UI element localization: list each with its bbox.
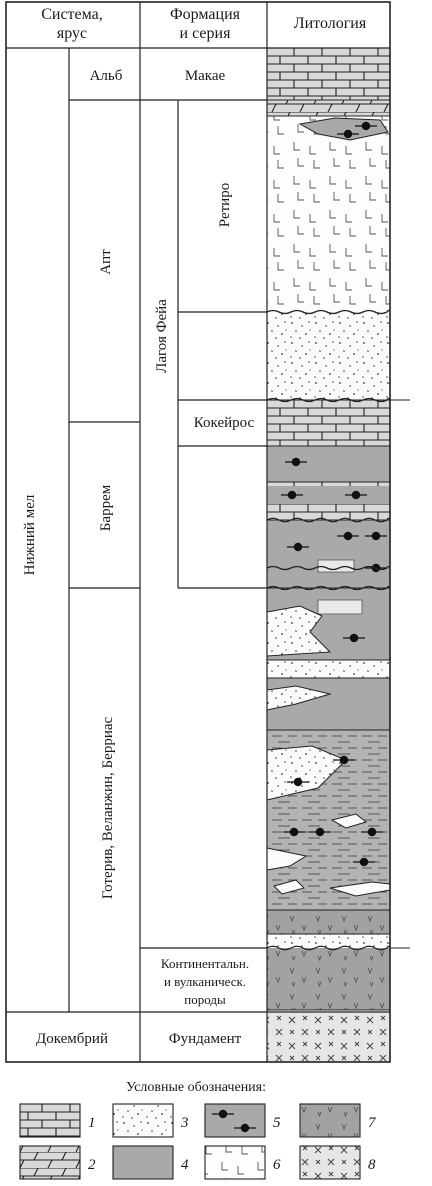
legend-swatch-volcanic xyxy=(204,1145,266,1180)
carbonate-mark-dot xyxy=(343,531,353,541)
lith-continental-tuff xyxy=(267,948,390,1010)
legend-label-8: 8 xyxy=(368,1157,376,1173)
carbonate-mark-icon xyxy=(285,457,307,467)
unconformity-line xyxy=(266,397,391,403)
carbonate-mark-icon xyxy=(353,857,375,867)
carbonate-mark-icon xyxy=(333,755,355,765)
legend-swatch-carbonate-shale xyxy=(204,1103,266,1138)
lith-makae-limestone xyxy=(267,48,390,100)
label-precambrian: Докембрий xyxy=(36,1031,108,1047)
carbonate-mark-icon xyxy=(337,129,359,139)
legend-swatch-limestone xyxy=(19,1103,81,1138)
formation-continental-line3: породы xyxy=(184,992,226,1007)
lith-sand-thin xyxy=(267,934,390,948)
lith-retiro-volcanic xyxy=(267,116,390,312)
legend-label-7: 7 xyxy=(368,1115,377,1131)
lith-shale-barrem-1 xyxy=(267,446,390,482)
carbonate-mark-dot xyxy=(287,490,297,500)
unconformity-line xyxy=(266,517,391,523)
header-formation-line1: Формация xyxy=(170,6,241,23)
table-border xyxy=(5,1,391,1063)
lith-kokeiros-limestone xyxy=(267,400,390,446)
legend-swatch-sandstone xyxy=(112,1103,174,1138)
carbonate-mark-dot xyxy=(289,827,299,837)
series-lagoa-feia: Лагоя Фейа xyxy=(154,299,170,373)
legend-carbonate-mark-icon xyxy=(212,1109,256,1133)
carbonate-mark-dot xyxy=(367,827,377,837)
formation-continental-line1: Континентальн. xyxy=(161,956,249,971)
lith-limestone-lens-goteriv xyxy=(317,599,363,615)
lith-shale-barrem-band xyxy=(267,486,390,504)
legend-label-3: 3 xyxy=(180,1115,189,1131)
legend-swatch-shale xyxy=(112,1145,174,1180)
carbonate-mark-dot xyxy=(291,457,301,467)
header-lithology: Литология xyxy=(294,15,367,32)
unconformity-line xyxy=(266,309,391,315)
carbonate-mark-dot xyxy=(349,633,359,643)
carbonate-mark-icon xyxy=(337,531,359,541)
legend-swatch-tuff xyxy=(299,1103,361,1138)
carbonate-mark-dot xyxy=(293,542,303,552)
carbonate-mark-icon xyxy=(361,827,383,837)
formation-continental-line2: и вулканическ. xyxy=(164,974,246,989)
stage-apt: Апт xyxy=(98,249,114,275)
lith-sand-band xyxy=(267,660,390,678)
carbonate-mark-icon xyxy=(365,531,387,541)
legend-label-6: 6 xyxy=(273,1157,281,1173)
lith-limestone-lens-barrem xyxy=(317,559,355,573)
formation-kokeiros: Кокейрос xyxy=(194,415,255,431)
carbonate-mark-icon xyxy=(283,827,305,837)
legend-swatch-dolomite xyxy=(19,1145,81,1180)
legend-title: Условные обозначения: xyxy=(126,1080,266,1095)
carbonate-mark-dot xyxy=(371,531,381,541)
carbonate-mark-icon xyxy=(343,633,365,643)
lith-tuff-band xyxy=(267,910,390,934)
unconformity-line xyxy=(266,565,391,571)
carbonate-mark-dot xyxy=(361,121,371,131)
legend-label-1: 1 xyxy=(88,1115,96,1131)
stage-alb: Альб xyxy=(90,68,123,84)
stage-barrem: Баррем xyxy=(98,484,114,531)
carbonate-mark-icon xyxy=(309,827,331,837)
carbonate-mark-icon xyxy=(287,777,309,787)
unconformity-line xyxy=(266,945,391,951)
carbonate-mark-icon xyxy=(345,490,367,500)
formation-retiro: Ретиро xyxy=(217,183,233,227)
carbonate-mark-dot xyxy=(351,490,361,500)
header-formation-line2: и серия xyxy=(180,25,232,42)
lith-shale-barrem-2 xyxy=(267,520,390,588)
carbonate-mark-dot xyxy=(293,777,303,787)
lith-basement xyxy=(267,1012,390,1062)
lith-dolomite-thin xyxy=(267,100,390,116)
lith-sandstone-upper xyxy=(267,312,390,400)
legend-label-4: 4 xyxy=(181,1157,189,1173)
legend-label-2: 2 xyxy=(88,1157,96,1173)
system-label: Нижний мел xyxy=(22,494,38,575)
label-foundation: Фундамент xyxy=(169,1031,242,1047)
header-system-stage-line1: Система, xyxy=(41,6,103,23)
column-header: Система, ярус Формация и серия Литология xyxy=(41,6,367,42)
carbonate-mark-dot xyxy=(343,129,353,139)
unconformity-line xyxy=(266,585,391,591)
lith-sand-lens-4 xyxy=(330,813,368,829)
carbonate-mark-dot xyxy=(359,857,369,867)
legend-swatch-basement xyxy=(299,1145,361,1180)
carbonate-mark-icon xyxy=(287,542,309,552)
carbonate-mark-icon xyxy=(281,490,303,500)
lith-sand-lens-6 xyxy=(273,879,305,895)
formation-makae: Макае xyxy=(185,68,226,84)
legend-label-5: 5 xyxy=(273,1115,281,1131)
header-system-stage-line2: ярус xyxy=(57,25,87,42)
carbonate-mark-dot xyxy=(339,755,349,765)
carbonate-mark-icon xyxy=(355,121,377,131)
legend: Условные обозначения: 1 3 5 7 2 4 6 8 xyxy=(19,1080,377,1180)
carbonate-mark-dot xyxy=(315,827,325,837)
stage-goteriv: Готерив, Веланжин, Берриас xyxy=(100,716,116,899)
